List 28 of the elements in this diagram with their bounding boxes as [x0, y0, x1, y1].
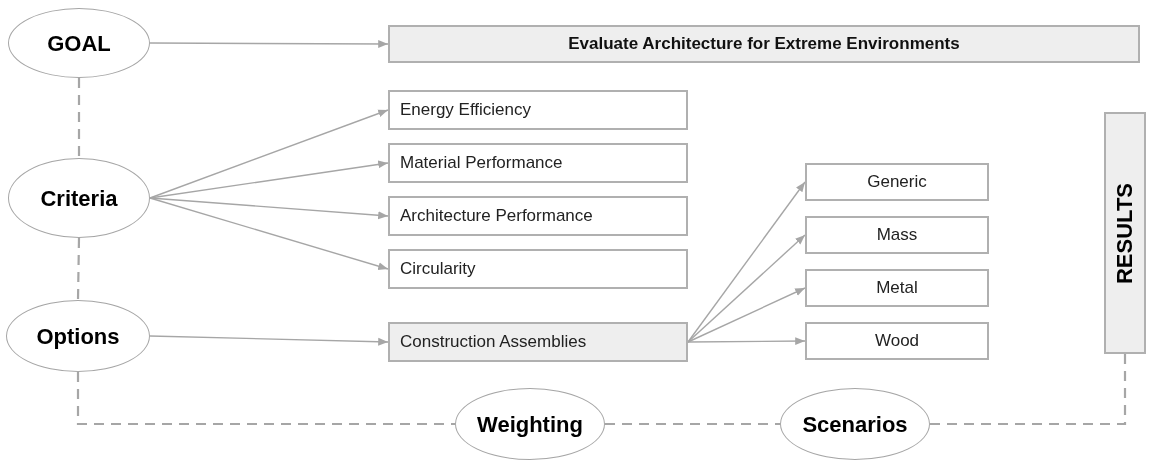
arrow [149, 109, 389, 199]
process-box: Metal [805, 269, 989, 307]
dashed-connector [77, 78, 81, 158]
process-box: Mass [805, 216, 989, 254]
ellipse-node: Options [6, 300, 150, 372]
process-box: Construction Assemblies [388, 322, 688, 362]
arrow [687, 287, 806, 343]
process-box: Architecture Performance [388, 196, 688, 236]
arrow [149, 335, 389, 346]
dashed-connector [76, 238, 81, 300]
ellipse-node: GOAL [8, 8, 150, 78]
arrow [149, 40, 389, 48]
process-box: Circularity [388, 249, 688, 289]
process-box: Energy Efficiency [388, 90, 688, 130]
ellipse-node: Weighting [455, 388, 605, 460]
ellipse-node: Scenarios [780, 388, 930, 460]
arrow [149, 197, 389, 270]
ellipse-node: Criteria [8, 158, 150, 238]
goal-box: Evaluate Architecture for Extreme Environments [388, 25, 1140, 63]
arrow [687, 337, 806, 345]
dashed-connector [930, 354, 1127, 426]
dashed-connector [605, 422, 780, 426]
arrow [687, 234, 806, 343]
process-box: Generic [805, 163, 989, 201]
dashed-connector [76, 372, 455, 426]
results-box: RESULTS [1104, 112, 1146, 354]
process-box: Wood [805, 322, 989, 360]
process-box: Material Performance [388, 143, 688, 183]
